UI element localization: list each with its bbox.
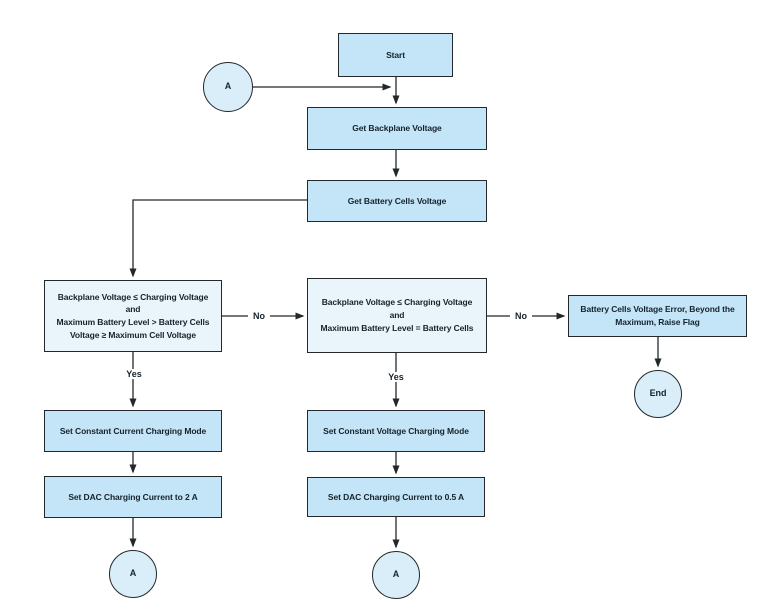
decision-constant-voltage-condition: Backplane Voltage ≤ Charging Voltage and…: [307, 278, 487, 353]
edge-label-yes-mid: Yes: [383, 372, 409, 382]
process-voltage-error-flag: Battery Cells Voltage Error, Beyond the …: [568, 295, 747, 337]
process-get-battery-cells-voltage: Get Battery Cells Voltage: [307, 180, 487, 222]
edge-label-yes-left: Yes: [121, 369, 147, 379]
connector-a-bottom-left: A: [109, 550, 157, 598]
process-set-dac-current-2a: Set DAC Charging Current to 2 A: [44, 476, 222, 518]
start-node: Start: [338, 33, 453, 77]
connector-a-top: A: [203, 62, 253, 112]
connector-a-bottom-mid: A: [372, 551, 420, 599]
end-node: End: [634, 370, 682, 418]
decision-constant-current-condition: Backplane Voltage ≤ Charging Voltage and…: [44, 280, 222, 352]
process-get-backplane-voltage: Get Backplane Voltage: [307, 107, 487, 150]
process-set-constant-current-mode: Set Constant Current Charging Mode: [44, 410, 222, 452]
edge-cells-to-decision-left: [129, 199, 307, 278]
edge-label-no-left: No: [248, 311, 270, 321]
edge-label-no-right: No: [510, 311, 532, 321]
process-set-dac-current-05a: Set DAC Charging Current to 0.5 A: [307, 477, 485, 517]
process-set-constant-voltage-mode: Set Constant Voltage Charging Mode: [307, 410, 485, 452]
